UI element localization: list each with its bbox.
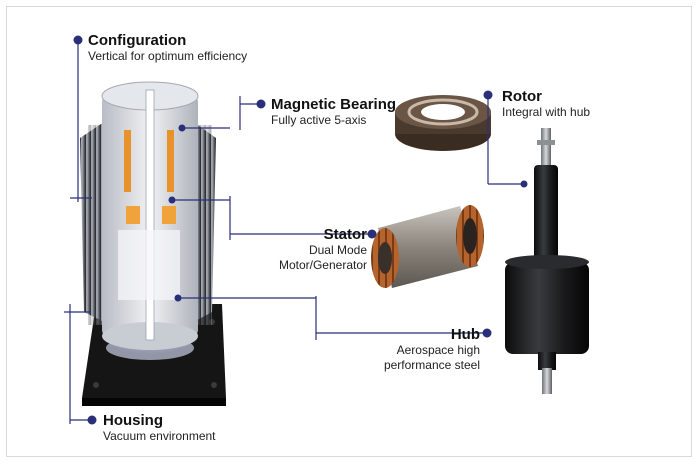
stator-illustration [371,205,484,288]
housing-description: Vacuum environment [103,429,216,443]
stator-leader [168,196,377,240]
magnetic-bearing-description: Fully active 5-axis [271,113,367,127]
rotor-illustration [505,128,589,394]
rotor-cutaway-illustration [101,81,199,350]
stator-description-line1: Dual Mode [308,243,367,257]
callout-housing: Housing Vacuum environment [103,412,216,444]
hub-description-line1: Aerospace high [396,343,480,357]
callout-hub: Hub Aerospace high performance steel [366,326,480,373]
stator-title: Stator [323,226,367,243]
hub-title: Hub [450,326,480,343]
rotor-leader [483,90,528,188]
callout-rotor: Rotor Integral with hub [502,88,590,120]
hub-description-line2: performance steel [383,358,480,372]
stator-description-line2: Motor/Generator [278,258,367,272]
housing-title: Housing [103,412,163,429]
configuration-leader [70,35,92,202]
magnetic-bearing-leader [178,96,266,132]
flywheel-unit-illustration [80,81,226,406]
configuration-title: Configuration [88,32,187,49]
hub-leader [174,294,492,340]
callout-magnetic-bearing: Magnetic Bearing Fully active 5-axis [271,96,396,128]
callout-stator: Stator Dual Mode Motor/Generator [266,226,367,273]
rotor-title: Rotor [502,88,542,105]
housing-leader [64,304,97,425]
diagram-frame [6,6,692,457]
configuration-description: Vertical for optimum efficiency [88,49,248,63]
magnetic-bearing-title: Magnetic Bearing [271,96,397,113]
magnetic-bearing-illustration [395,95,491,151]
callout-lines [64,35,528,425]
callout-configuration: Configuration Vertical for optimum effic… [88,32,247,64]
rotor-description: Integral with hub [502,105,591,119]
